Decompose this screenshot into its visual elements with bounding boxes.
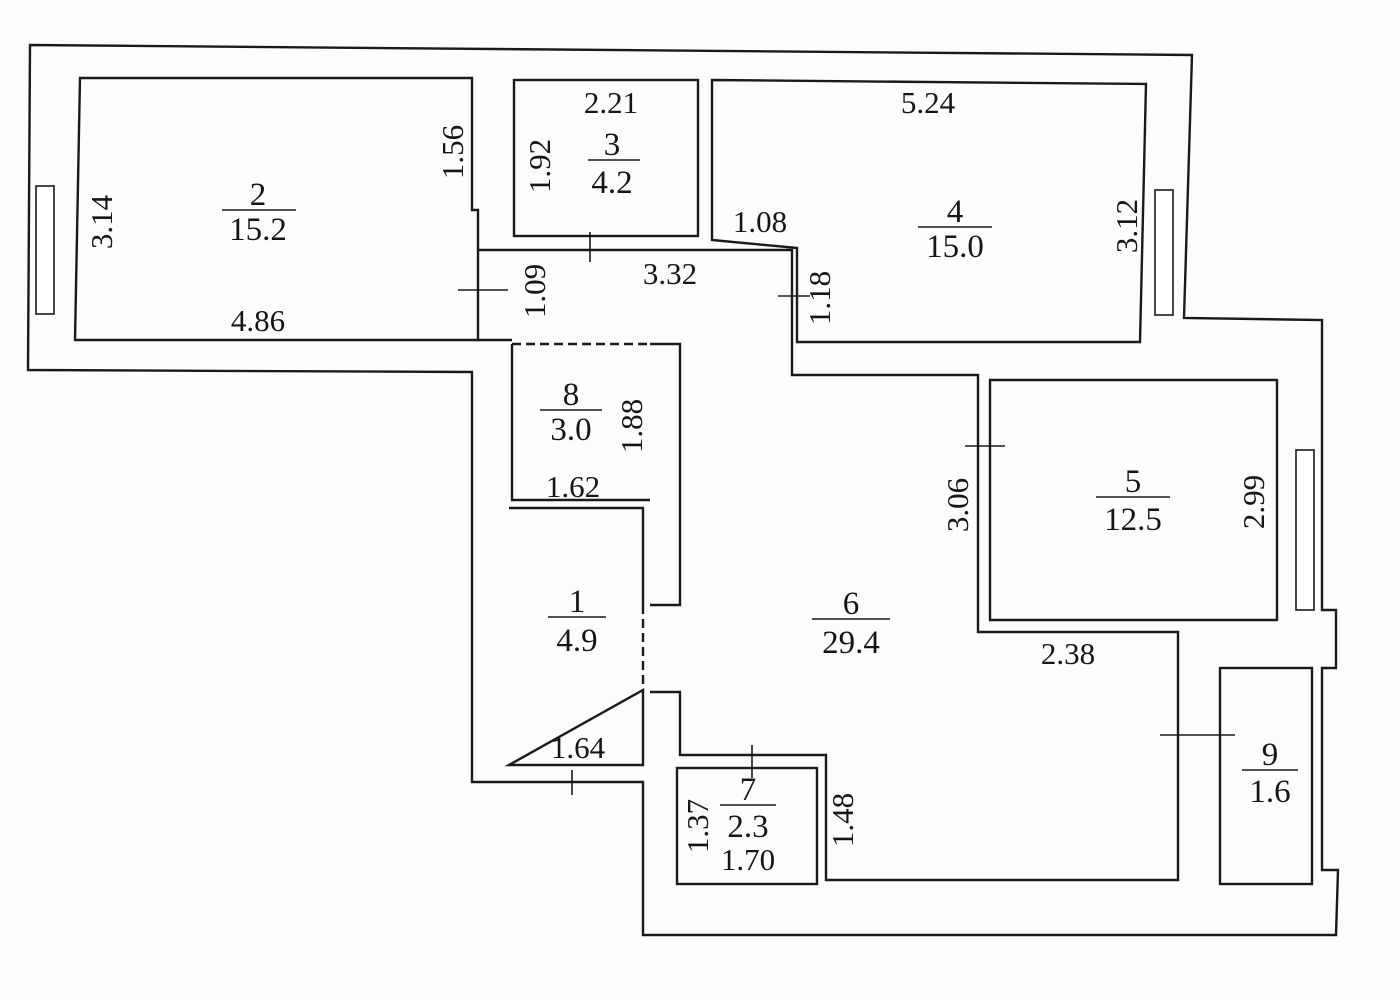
room-label-9: 9 1.6 [1242, 737, 1298, 810]
dim-room4-width: 5.24 [901, 85, 956, 120]
room-3-number: 3 [604, 127, 621, 163]
room-6-area: 29.4 [822, 625, 880, 661]
dim-hall-length: 3.32 [643, 256, 697, 291]
dim-room3-height: 1.92 [522, 139, 557, 193]
dim-room8-width: 1.62 [546, 469, 600, 504]
room-1-number: 1 [569, 584, 586, 620]
dim-room1-width: 1.64 [551, 730, 606, 765]
room-4-number: 4 [947, 194, 964, 230]
dim-room4-notch: 1.08 [733, 204, 787, 239]
room-8-area: 3.0 [550, 412, 591, 448]
room-1-area: 4.9 [556, 623, 597, 659]
room-label-3: 3 4.2 [588, 127, 640, 201]
room-3-walls [512, 78, 700, 238]
room-label-5: 5 12.5 [1096, 464, 1170, 538]
window-room-2 [35, 185, 55, 315]
room-3-area: 4.2 [591, 165, 632, 201]
room-label-8: 8 3.0 [540, 377, 602, 448]
room-5-number: 5 [1125, 464, 1142, 500]
room-4-walls [710, 78, 1148, 344]
room-9-area: 1.6 [1249, 774, 1290, 810]
room-7-number: 7 [740, 772, 757, 808]
room-2-area: 15.2 [229, 212, 287, 248]
dim-room3-width: 2.21 [584, 85, 638, 120]
hall-walls [478, 248, 794, 342]
room-8-number: 8 [563, 377, 580, 413]
dim-hall-right: 1.18 [802, 271, 837, 325]
dim-room7-left: 1.37 [680, 799, 715, 853]
room-5-area: 12.5 [1104, 502, 1162, 538]
room-4-area: 15.0 [926, 229, 984, 265]
dim-room2-notch: 1.56 [435, 125, 470, 179]
dim-room2-height: 3.14 [84, 194, 119, 249]
room-6-number: 6 [843, 586, 860, 622]
room-label-1: 1 4.9 [548, 584, 606, 659]
dim-room2-width: 4.86 [231, 303, 285, 338]
dim-room5-right: 2.99 [1236, 475, 1271, 529]
dim-room6-width: 2.38 [1041, 636, 1095, 671]
window-room-5 [1295, 449, 1315, 611]
outer-wall [26, 43, 1340, 937]
room-5-walls [988, 378, 1279, 622]
dim-room7-right: 1.48 [825, 793, 860, 847]
room-7-area: 2.3 [727, 809, 768, 845]
room-8-side [510, 342, 682, 607]
room-9-number: 9 [1262, 737, 1279, 773]
room-1-walls [504, 506, 645, 767]
room-label-2: 2 15.2 [222, 177, 296, 248]
room-6-walls [650, 342, 1180, 882]
room-9-walls [1218, 666, 1314, 886]
room-7-walls [675, 766, 819, 886]
dim-room8-height: 1.88 [614, 399, 649, 453]
dim-room5-left: 3.06 [940, 478, 975, 532]
dim-hall-left: 1.09 [517, 264, 552, 318]
dim-room7-width: 1.70 [721, 842, 775, 877]
room-2-number: 2 [250, 177, 267, 213]
dim-room4-height: 3.12 [1109, 199, 1144, 253]
room-2-walls [73, 76, 480, 342]
room-label-4: 4 15.0 [918, 194, 992, 265]
door-ticks [458, 232, 1235, 795]
room-label-7: 7 2.3 [720, 772, 776, 845]
room-label-6: 6 29.4 [812, 586, 890, 661]
window-room-4 [1154, 189, 1174, 316]
